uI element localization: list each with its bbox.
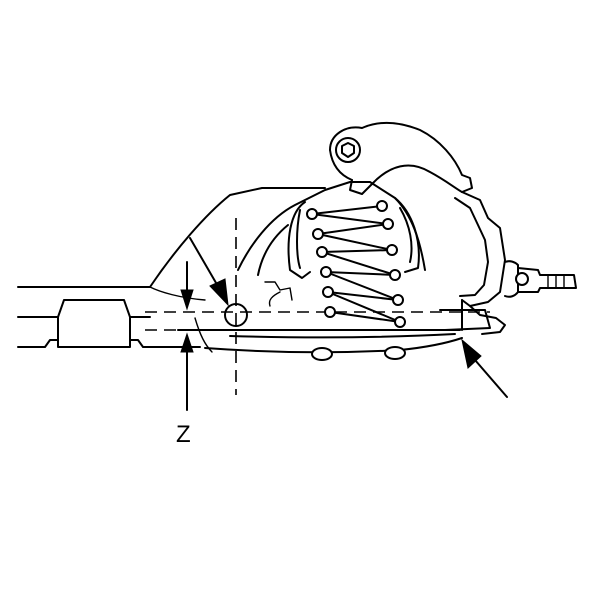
coil-spring — [306, 200, 406, 328]
pointer-arrow-pivot — [189, 237, 229, 307]
dimension-label: Z — [176, 421, 191, 448]
steering-knuckle — [454, 191, 506, 335]
frame-pad — [57, 299, 131, 348]
lower-control-arm — [177, 317, 463, 361]
hex-bolt-icon — [341, 142, 355, 158]
spring-seat-right — [394, 197, 420, 273]
frame-rail — [17, 187, 326, 348]
hex-bolt-ring — [335, 137, 361, 163]
arm-rivet — [384, 346, 406, 360]
dimension-z-arrows: Z — [176, 261, 194, 448]
pivot-bolt-circle — [224, 303, 248, 327]
pointer-arrow-icon — [461, 338, 482, 369]
pointer-arrow-icon — [209, 278, 229, 307]
spring-seat-left — [287, 201, 311, 279]
arrow-up-icon — [180, 332, 194, 353]
spindle — [504, 260, 577, 298]
lower-ball-joint — [439, 309, 491, 331]
arrow-down-icon — [180, 289, 194, 311]
pointer-arrow-balljoint — [461, 338, 508, 398]
dimension-lines — [145, 218, 490, 395]
upper-pivot — [329, 122, 473, 195]
arm-rivet — [311, 347, 333, 361]
